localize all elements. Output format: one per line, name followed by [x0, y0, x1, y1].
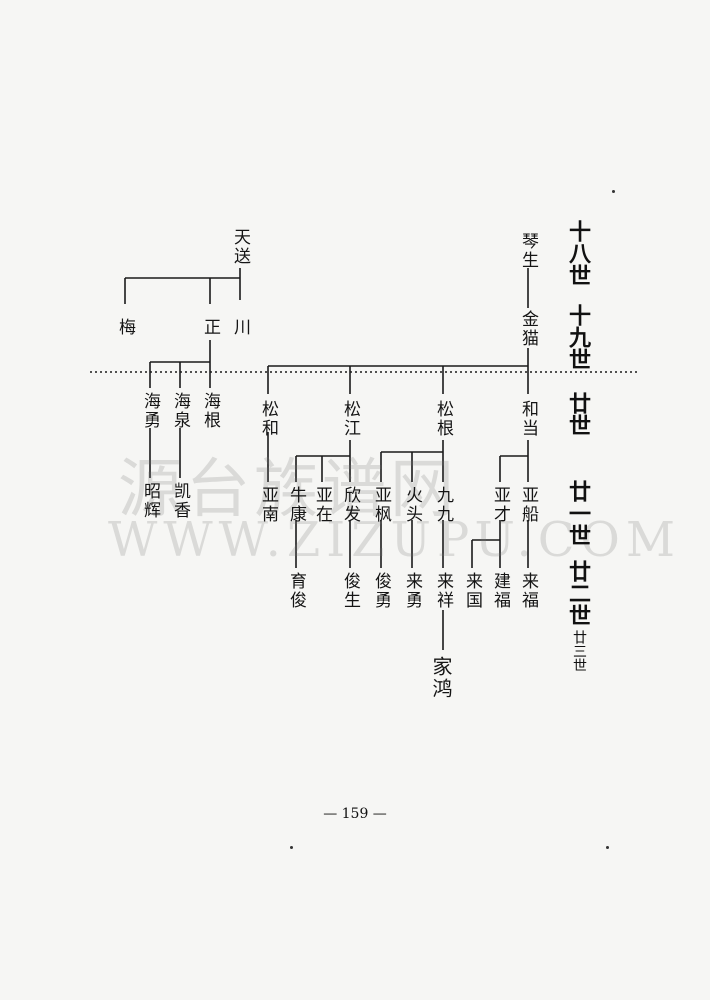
person-xinfa: 欣发 [340, 486, 360, 524]
person-yazai: 亚在 [312, 486, 332, 524]
person-haiquan: 海泉 [170, 392, 190, 430]
person-qinsheng: 琴生 [518, 232, 538, 270]
person-chuan: 川 [230, 318, 250, 337]
person-jianfu: 建福 [490, 572, 510, 610]
person-jiahong: 家鸿 [429, 656, 453, 700]
page-number: — 159 — [323, 806, 387, 822]
generation-19: 十九世 [565, 304, 590, 370]
person-zheng: 正 [200, 318, 220, 337]
person-songjiang: 松江 [340, 400, 360, 438]
person-haigen: 海根 [200, 392, 220, 430]
person-tiansong: 天送 [230, 228, 250, 266]
person-laixiang: 来祥 [433, 572, 453, 610]
generation-21: 廿一世 [565, 480, 590, 546]
generation-23: 廿三世 [571, 630, 587, 672]
person-kaixiang: 凯香 [170, 482, 190, 520]
person-junsheng: 俊生 [340, 572, 360, 610]
person-jiujiu: 九九 [433, 486, 453, 524]
generation-18: 十八世 [565, 220, 590, 286]
margin-dot [606, 846, 609, 849]
person-laiyong: 来勇 [402, 572, 422, 610]
person-songgen: 松根 [433, 400, 453, 438]
person-yanan: 亚南 [258, 486, 278, 524]
person-yujun: 育俊 [286, 572, 306, 610]
person-mei: 梅 [115, 318, 135, 337]
person-yachuan: 亚船 [518, 486, 538, 524]
person-junyong: 俊勇 [371, 572, 391, 610]
person-laifu: 来福 [518, 572, 538, 610]
generation-20: 廿世 [565, 392, 590, 436]
person-yazhuo: 亚枫 [371, 486, 391, 524]
person-yacai: 亚才 [490, 486, 510, 524]
person-hedang: 和当 [518, 400, 538, 438]
person-jinmao: 金猫 [518, 310, 538, 348]
person-niukang: 牛康 [286, 486, 306, 524]
person-laiguo: 来国 [462, 572, 482, 610]
margin-dot [290, 846, 293, 849]
generation-22: 廿二世 [565, 560, 590, 626]
person-zhaohui: 昭辉 [140, 482, 160, 520]
person-songhe: 松和 [258, 400, 278, 438]
person-haiyong: 海勇 [140, 392, 160, 430]
person-huotou: 火头 [402, 486, 422, 524]
margin-dot [612, 190, 615, 193]
